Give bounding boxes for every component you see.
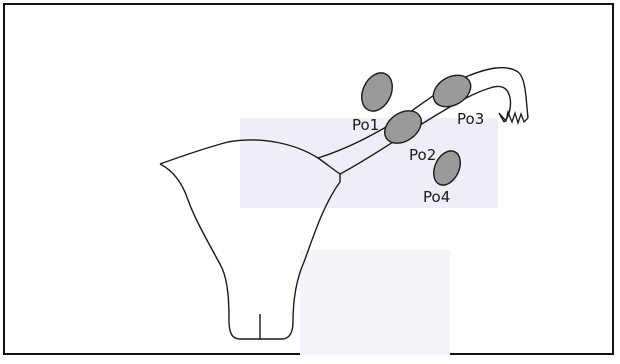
site-po1	[356, 68, 398, 116]
label-po1: Po1	[352, 116, 379, 134]
background-patch	[300, 250, 450, 355]
label-po4: Po4	[423, 188, 450, 206]
fimbriae	[499, 112, 528, 123]
label-po3: Po3	[457, 110, 484, 128]
label-po2: Po2	[409, 146, 436, 164]
